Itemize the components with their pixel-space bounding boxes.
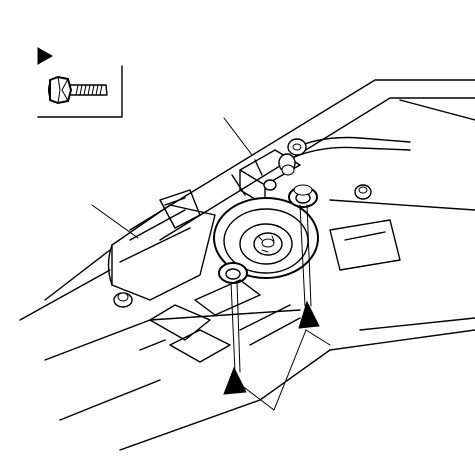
connector-leader-line <box>223 117 253 156</box>
drive-plate <box>213 197 319 279</box>
bolt-inset <box>37 47 123 118</box>
triangle-marker-icon <box>223 366 247 395</box>
motor-housing <box>107 136 411 301</box>
bolt-leader-line <box>273 329 307 411</box>
right-bracket <box>329 184 401 271</box>
upper-mounting-point <box>288 184 318 208</box>
flange-bolt-icon <box>48 75 108 105</box>
triangle-marker-icon <box>37 47 54 65</box>
bolt-leader-line-2 <box>240 384 275 411</box>
harness-clip <box>263 138 307 191</box>
bolt-leader-line-3 <box>305 329 331 346</box>
callout-leaders <box>91 117 331 411</box>
motor-leader-line <box>91 204 139 239</box>
lower-left-bolt <box>113 292 133 308</box>
triangle-marker-icon <box>298 300 320 329</box>
lower-mounting-point <box>218 262 248 284</box>
inset-frame <box>37 65 123 118</box>
linkage-assembly <box>139 279 301 363</box>
attachment-markers <box>223 204 320 395</box>
